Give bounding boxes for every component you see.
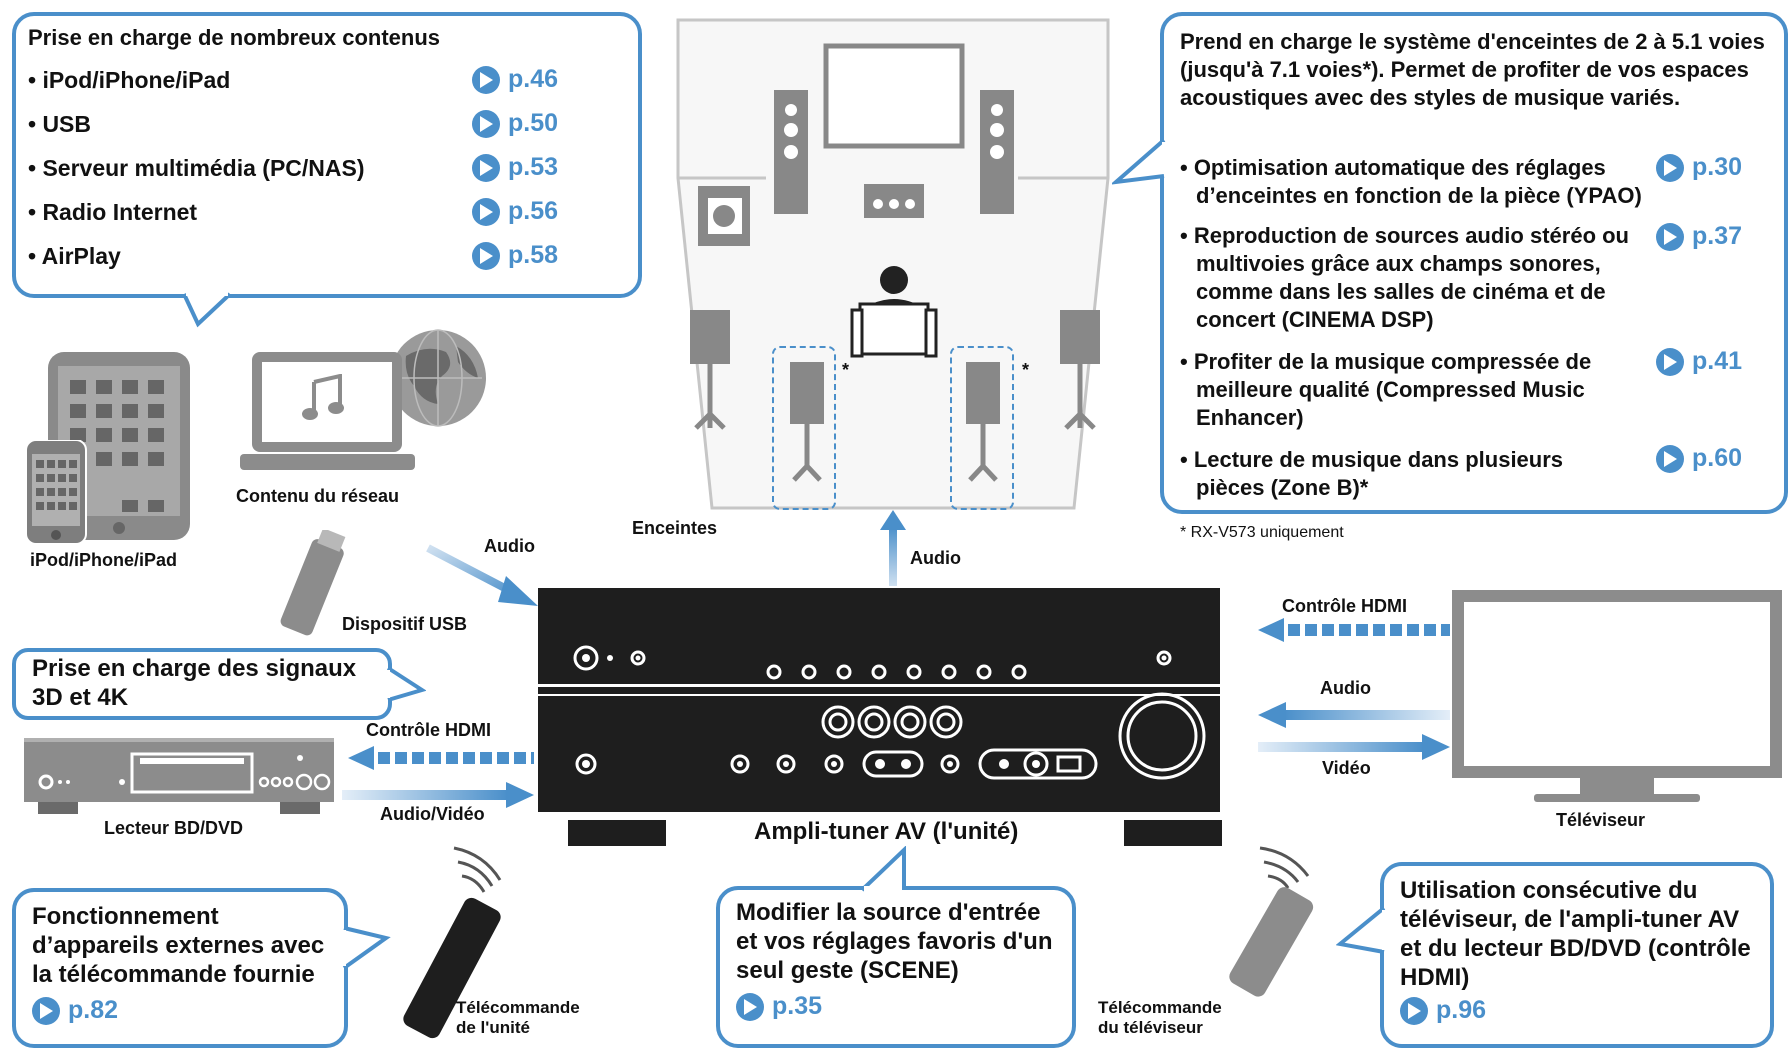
label-usb: Dispositif USB (342, 614, 468, 634)
speaker-features-box (1160, 12, 1788, 514)
music-note-icon (302, 374, 344, 420)
speaker-box-intro: Prend en charge le système d'enceintes d… (1180, 29, 1765, 110)
arrow-right-icon (472, 241, 500, 270)
ref-link-remote[interactable]: p.82 (32, 996, 118, 1025)
arrow-right-icon (32, 996, 60, 1025)
globe-icon (390, 329, 486, 427)
ref-link-scene[interactable]: p.35 (736, 992, 822, 1021)
ref-link-ipod[interactable]: p.46 (472, 65, 558, 94)
hdmi-control-feature-box (1380, 862, 1774, 1048)
back-speaker-right-outline (950, 346, 1014, 510)
remote-feature-box (12, 888, 348, 1048)
remote-box-tail (342, 926, 391, 970)
usb-stick-icon (280, 530, 346, 636)
hdmi-control-arrow-bd (348, 746, 534, 770)
label-hdmi-control-tv: Contrôle HDMI (1282, 596, 1407, 616)
iphone-icon (26, 440, 87, 545)
remote-box-text: Fonctionnement d’appareils externes avec… (32, 903, 325, 988)
arrow-right-icon (1656, 222, 1684, 251)
label-remote-unit: Télécommande de l'unité (456, 998, 580, 1037)
hdmi-box-tail (1336, 906, 1386, 954)
remote-control-unit-icon (403, 846, 502, 1039)
arrow-right-icon (472, 153, 500, 182)
av-receiver (538, 588, 1222, 846)
content-support-box (12, 12, 642, 298)
label-audio-in: Audio (484, 536, 535, 556)
ref-link-zoneb[interactable]: p.60 (1656, 444, 1742, 473)
ref-link-airplay[interactable]: p.58 (472, 241, 558, 270)
content-item-airplay: • AirPlay (28, 243, 121, 269)
video-arrow-tv (1258, 734, 1450, 760)
label-audio-up: Audio (910, 548, 961, 568)
scene-box-text: Modifier la source d'entrée et vos régla… (736, 899, 1053, 984)
audio-arrow-tv (1258, 702, 1450, 728)
content-item-radio: • Radio Internet (28, 199, 198, 225)
speaker-item-cinema-dsp: • Reproduction de sources audio stéréo o… (1180, 223, 1629, 332)
hdmi-control-arrow-tv (1258, 618, 1450, 642)
arrow-right-icon (736, 992, 764, 1021)
label-audio-video-bd: Audio/Vidéo (380, 804, 485, 824)
label-audio-tv: Audio (1320, 678, 1371, 698)
arrow-right-icon (1656, 347, 1684, 376)
arrow-right-icon (472, 65, 500, 94)
label-tv: Téléviseur (1556, 810, 1646, 830)
speaker-item-ypao: • Optimisation automatique des réglages … (1180, 155, 1642, 208)
hdmi-box-text: Utilisation consécutive du téléviseur, d… (1400, 877, 1751, 991)
tv-icon (1452, 590, 1782, 802)
label-receiver: Ampli-tuner AV (l'unité) (754, 818, 1019, 845)
ref-link-cinema-dsp[interactable]: p.37 (1656, 222, 1742, 251)
bd-dvd-player (24, 738, 334, 814)
speaker-item-zoneb: • Lecture de musique dans plusieurs pièc… (1180, 447, 1564, 500)
ref-link-radio[interactable]: p.56 (472, 197, 558, 226)
content-box-title: Prise en charge de nombreux contenus (28, 25, 441, 50)
label-hdmi-control-bd: Contrôle HDMI (366, 720, 491, 740)
content-box-tail (182, 290, 232, 328)
audio-arrow-in (426, 544, 538, 606)
content-item-server: • Serveur multimédia (PC/NAS) (28, 155, 365, 181)
label-bd: Lecteur BD/DVD (104, 818, 244, 838)
remote-control-tv-icon (1229, 846, 1314, 997)
content-item-usb: • USB (28, 111, 92, 137)
label-remote-tv: Télécommande du téléviseur (1098, 998, 1222, 1037)
arrow-right-icon (472, 197, 500, 226)
audio-arrow-up (880, 510, 906, 586)
content-item-ipod: • iPod/iPhone/iPad (28, 67, 231, 93)
footnote: * RX-V573 uniquement (1180, 524, 1344, 541)
speaker-item-cme: • Profiter de la musique compressée de m… (1180, 349, 1592, 430)
ref-link-usb[interactable]: p.50 (472, 109, 558, 138)
ref-link-server[interactable]: p.53 (472, 153, 558, 182)
signal-support-box (12, 648, 392, 720)
back-speaker-left-outline (772, 346, 836, 510)
asterisk-right: * (1022, 360, 1030, 380)
speaker-room-diagram (676, 18, 1110, 510)
laptop-icon (240, 352, 415, 470)
speaker-box-tail (1112, 138, 1168, 185)
arrow-right-icon (472, 109, 500, 138)
label-video-tv: Vidéo (1322, 758, 1371, 778)
signal-box-text: Prise en charge des signaux 3D et 4K (32, 655, 357, 711)
audio-video-arrow-bd (342, 782, 534, 808)
label-network: Contenu du réseau (236, 486, 400, 506)
arrow-right-icon (1400, 996, 1428, 1025)
signal-box-tail (386, 666, 426, 702)
label-ipod: iPod/iPhone/iPad (30, 550, 178, 570)
scene-feature-box (716, 886, 1076, 1048)
arrow-right-icon (1656, 444, 1684, 473)
ref-link-ypao[interactable]: p.30 (1656, 153, 1742, 182)
ref-link-cme[interactable]: p.41 (1656, 347, 1742, 376)
ref-link-hdmi[interactable]: p.96 (1400, 996, 1486, 1025)
arrow-right-icon (1656, 153, 1684, 182)
asterisk-left: * (842, 360, 850, 380)
label-speakers: Enceintes (632, 518, 718, 538)
scene-box-tail (860, 846, 906, 892)
